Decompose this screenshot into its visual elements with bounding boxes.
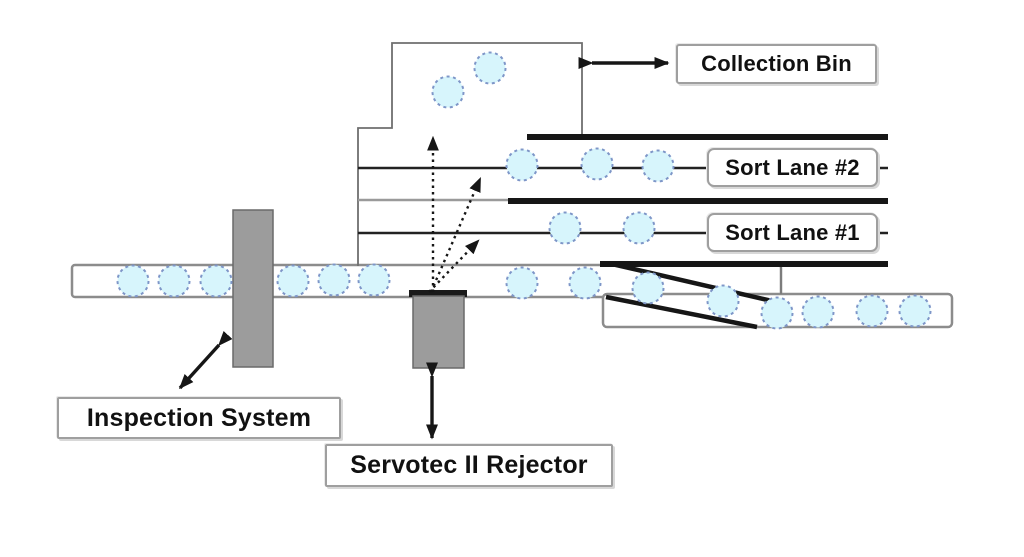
inspection-system-pointer-arrow [178,331,233,390]
product-item [568,266,602,300]
rejector-bar [412,295,465,369]
product-item [505,148,539,182]
servotec-rejector-label: Servotec II Rejector [325,444,613,487]
rejector-cap [409,290,467,297]
product-item [580,147,614,181]
product-item [357,263,391,297]
product-item [641,149,675,183]
product-item [199,264,233,298]
collection-bin-label: Collection Bin [676,44,877,84]
product-item [631,271,665,305]
merge-chute-line-upper [611,261,773,304]
product-item [855,294,889,328]
product-item [157,264,191,298]
product-item [706,284,740,318]
product-items [116,51,932,330]
product-item [276,264,310,298]
merge-chute-line-lower [605,294,758,330]
reject-trajectory-lane1-arrow [428,239,480,293]
product-item [760,296,794,330]
product-item [431,75,465,109]
product-item [473,51,507,85]
product-item [622,211,656,245]
product-item [801,295,835,329]
reject-trajectory-lane2-arrow [429,176,482,293]
product-item [898,294,932,328]
inspection-system-bar [232,209,274,368]
product-item [317,263,351,297]
sort-lane-1-label: Sort Lane #1 [707,213,878,252]
product-item [116,264,150,298]
sort-lane-2-label: Sort Lane #2 [707,148,878,187]
inspection-system-label: Inspection System [57,397,341,439]
product-item [548,211,582,245]
product-item [505,266,539,300]
